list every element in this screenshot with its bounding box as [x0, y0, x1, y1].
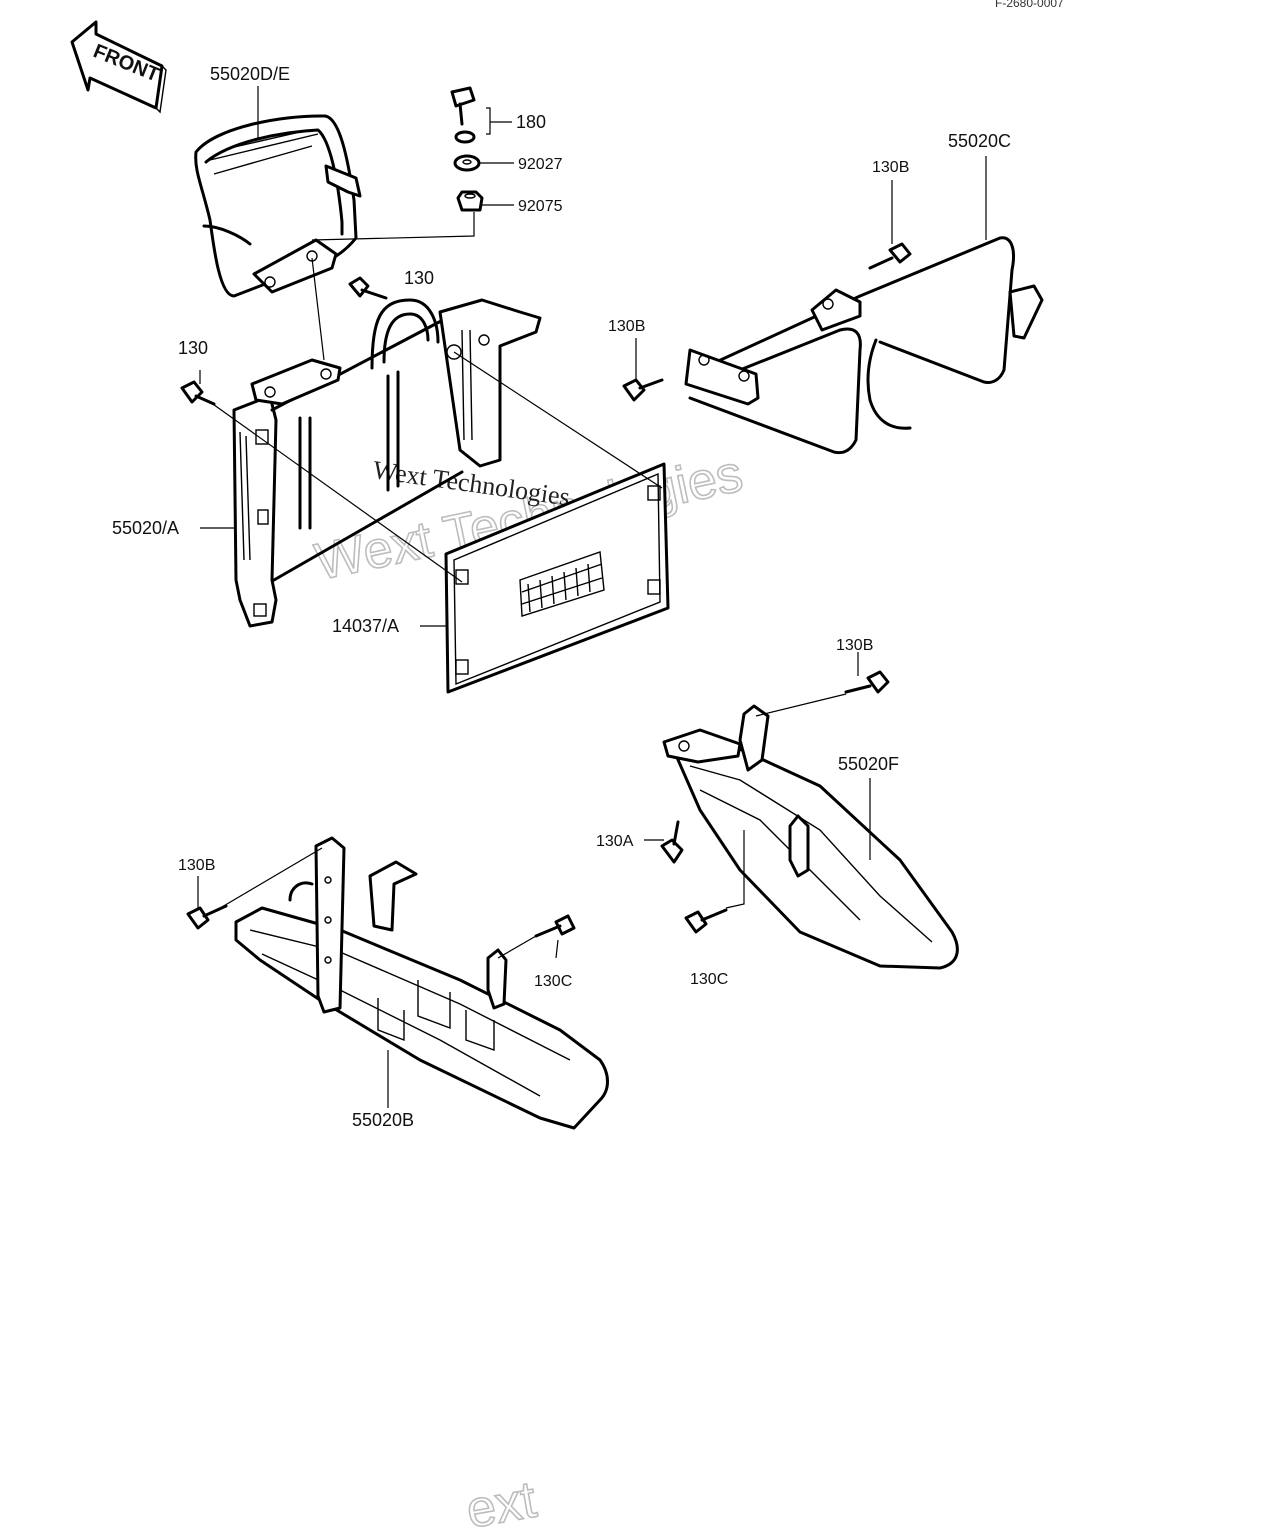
bolt-180-icon	[450, 86, 476, 144]
callout-92075: 92075	[518, 198, 563, 215]
bolt-130b-left-icon	[186, 904, 228, 930]
callout-130a: 130A	[596, 833, 634, 850]
bolt-130b-top-icon	[868, 242, 912, 270]
callout-55020a: 55020/A	[112, 518, 179, 538]
callout-130b-mid: 130B	[608, 318, 645, 335]
callout-55020c: 55020C	[948, 131, 1011, 151]
watermark-fragment: ext	[462, 1471, 541, 1536]
bolt-130a-icon	[660, 820, 684, 864]
bolt-130c-left-icon	[534, 914, 576, 938]
callout-180: 180	[516, 112, 546, 132]
bolt-130-top-icon	[348, 276, 388, 300]
right-guard-55020c	[684, 236, 1044, 455]
callout-55020de: 55020D/E	[210, 64, 290, 84]
upper-guard-55020de	[194, 114, 362, 298]
callout-130b-top: 130B	[872, 159, 909, 176]
callout-55020f: 55020F	[838, 754, 899, 774]
grille-plate-14037a	[444, 462, 670, 694]
callout-labels: 55020D/E 180 92027 92075 130 130 55020C …	[112, 64, 1011, 1130]
left-skid-55020b	[234, 836, 609, 1130]
bolt-130b-mid-icon	[622, 378, 664, 402]
callout-130c-left: 130C	[534, 973, 572, 990]
bolt-130b-right-icon	[844, 670, 890, 694]
callout-130-top: 130	[404, 268, 434, 288]
bolt-130c-right-icon	[684, 908, 728, 934]
right-skid-55020f	[662, 704, 959, 970]
main-bracket-55020a	[232, 298, 542, 628]
callout-130b-left: 130B	[178, 857, 215, 874]
bolt-130-left-icon	[180, 380, 216, 406]
callout-55020b: 55020B	[352, 1110, 414, 1130]
nut-92075-icon	[456, 190, 484, 212]
callout-130c-right: 130C	[690, 971, 728, 988]
front-arrow-icon: FRONT	[70, 20, 167, 114]
callout-14037a: 14037/A	[332, 616, 399, 636]
callout-92027: 92027	[518, 156, 563, 173]
callout-130b-right: 130B	[836, 637, 873, 654]
washer-92027-icon	[453, 154, 481, 172]
leader-lines	[197, 86, 987, 1108]
callout-130-left: 130	[178, 338, 208, 358]
reference-code: F-2680-0007	[995, 0, 1064, 10]
